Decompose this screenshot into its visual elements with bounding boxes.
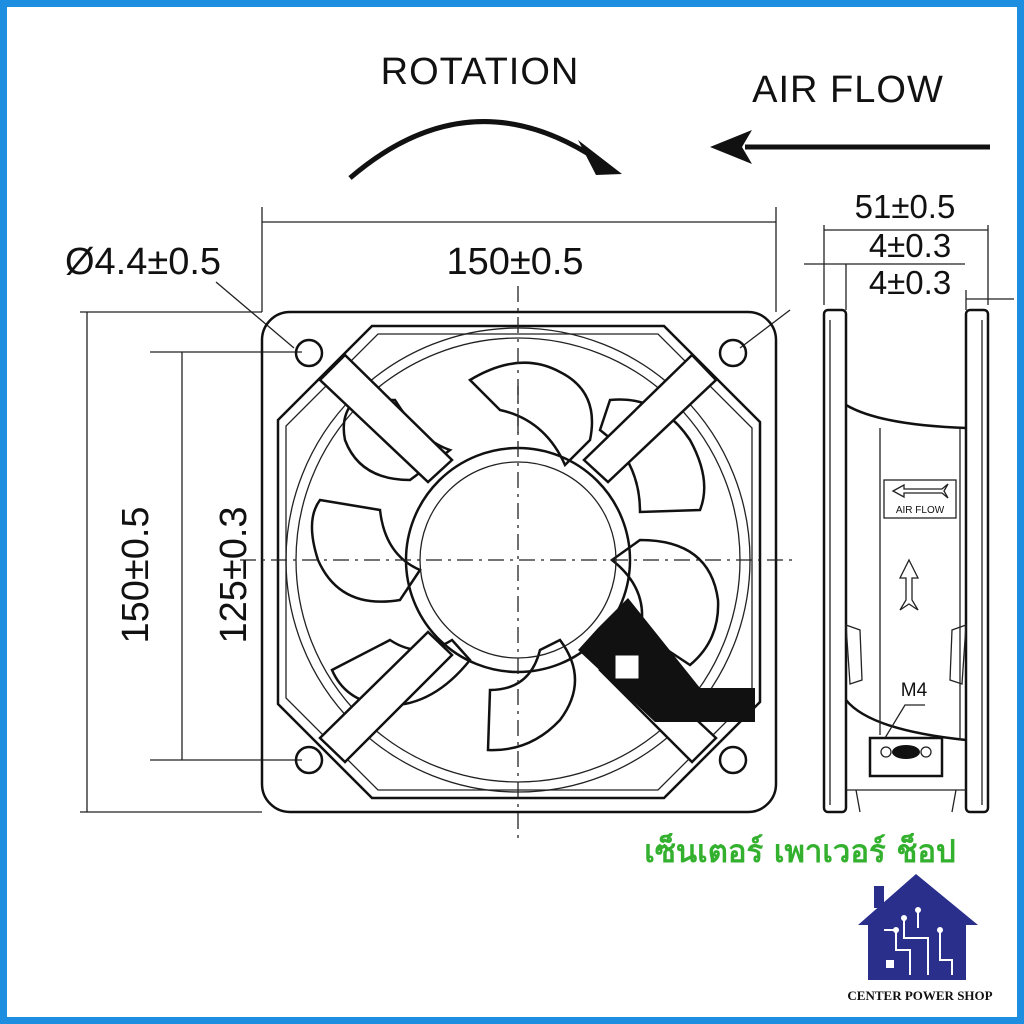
shop-thai-name: เซ็นเตอร์ เพาเวอร์ ช็อป	[644, 832, 955, 870]
flange-bottom-dimension: 4±0.3	[869, 264, 951, 301]
fan-front-view	[240, 286, 796, 838]
house-logo-icon	[858, 874, 978, 980]
height-dimension-lines	[80, 311, 302, 813]
air-flow-arrow-icon	[710, 130, 990, 164]
m4-label: M4	[901, 680, 928, 701]
side-air-flow-label: AIR FLOW	[896, 505, 945, 516]
fan-side-view	[822, 308, 990, 814]
side-dimension-lines	[804, 225, 1014, 310]
height-dimension: 150±0.5	[115, 506, 157, 643]
up-arrow-icon	[898, 558, 920, 611]
hole-spacing-dimension: 125±0.3	[213, 506, 255, 643]
flange-top-dimension: 4±0.3	[869, 227, 951, 264]
hole-diameter-dimension: Ø4.4±0.5	[65, 241, 221, 283]
rotation-arrow-icon	[348, 119, 622, 180]
side-air-flow-box: AIR FLOW	[883, 479, 957, 519]
air-flow-label: AIR FLOW	[752, 69, 944, 111]
hole-leader-line-right	[739, 309, 791, 349]
hole-leader-line	[215, 281, 295, 349]
width-dimension: 150±0.5	[446, 241, 583, 283]
rotation-label: ROTATION	[381, 51, 580, 93]
depth-dimension: 51±0.5	[855, 188, 956, 225]
side-air-flow-arrow-icon	[891, 483, 949, 499]
width-dimension-lines	[261, 207, 777, 312]
shop-brand-name: CENTER POWER SHOP	[847, 988, 992, 1003]
